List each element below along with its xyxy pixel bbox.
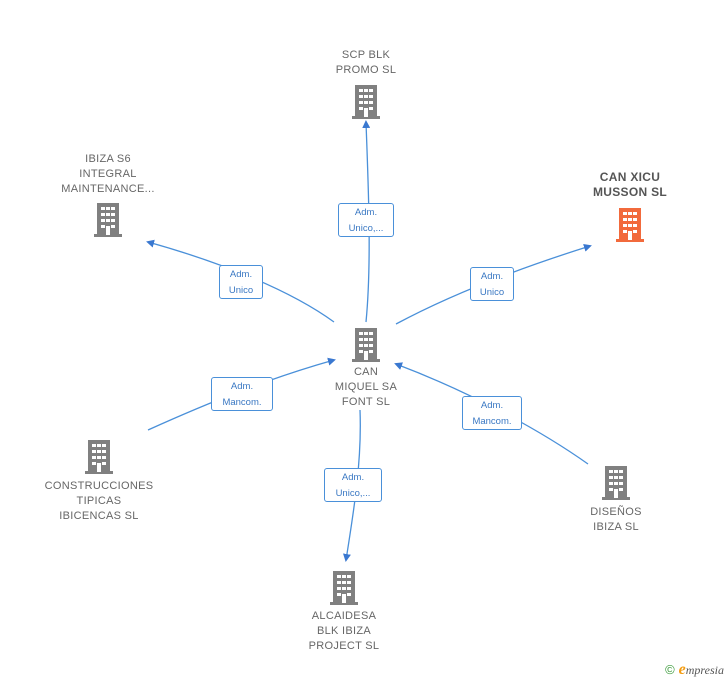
node-label: CAN MIQUEL SA FONT SL [334, 366, 398, 408]
building-icon [352, 85, 380, 119]
node-label: DISEÑOS IBIZA SL [590, 506, 642, 533]
building-icon [602, 466, 630, 500]
node-label: SCP BLK PROMO SL [335, 49, 397, 76]
building-icon [94, 203, 122, 237]
edge-label-alcaidesa[interactable]: Adm. Unico,... [324, 468, 382, 502]
edge-label-disenos[interactable]: Adm. Mancom. [462, 396, 522, 430]
node-can-miquel[interactable]: CAN MIQUEL SA FONT SL [318, 326, 414, 410]
node-label: CONSTRUCCIONES TIPICAS IBICENCAS SL [44, 480, 154, 522]
node-construcciones[interactable]: CONSTRUCCIONES TIPICAS IBICENCAS SL [36, 438, 162, 524]
copyright-icon: © [665, 662, 675, 677]
edge-label-scp[interactable]: Adm. Unico,... [338, 203, 394, 237]
brand-e: e [678, 661, 686, 678]
node-label: CAN XICU MUSSON SL [592, 170, 668, 199]
node-can-xicu[interactable]: CAN XICU MUSSON SL [576, 170, 684, 242]
edge-label-construcciones[interactable]: Adm. Mancom. [211, 377, 273, 411]
building-icon [330, 571, 358, 605]
node-label: IBIZA S6 INTEGRAL MAINTENANCE... [61, 153, 155, 195]
building-icon [85, 440, 113, 474]
building-icon [616, 208, 644, 242]
node-alcaidesa[interactable]: ALCAIDESA BLK IBIZA PROJECT SL [296, 569, 392, 654]
edge-label-can-xicu[interactable]: Adm. Unico [470, 267, 514, 301]
node-ibiza-s6[interactable]: IBIZA S6 INTEGRAL MAINTENANCE... [50, 152, 166, 237]
brand-name: mpresia [685, 663, 724, 677]
node-scp-blk[interactable]: SCP BLK PROMO SL [318, 48, 414, 119]
edge-label-ibiza-s6[interactable]: Adm. Unico [219, 265, 263, 299]
node-label: ALCAIDESA BLK IBIZA PROJECT SL [308, 610, 380, 652]
node-disenos[interactable]: DISEÑOS IBIZA SL [570, 464, 662, 535]
building-icon [352, 328, 380, 362]
empresia-watermark: ©empresia [665, 661, 724, 679]
